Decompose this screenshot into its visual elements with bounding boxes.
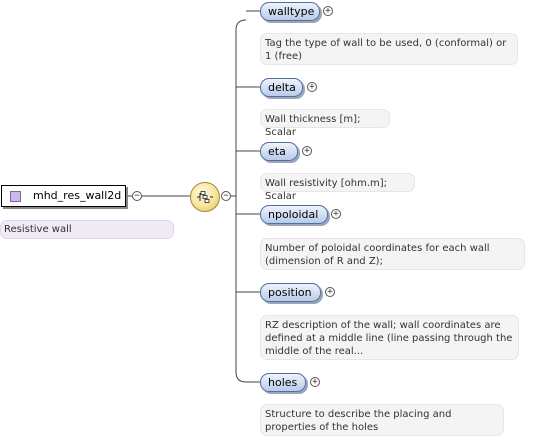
delta-documentation: Wall thickness [m]; Scalar [260,109,390,138]
complex-type-icon [10,191,21,202]
root-documentation: Resistive wall [0,220,174,239]
position-documentation: RZ description of the wall; wall coordin… [260,315,519,360]
npoloidal-documentation: Number of poloidal coordinates for each … [260,238,525,270]
element-holes[interactable]: holes [260,373,306,392]
eta-documentation: Wall resistivity [ohm.m]; Scalar [260,173,415,202]
root-element-name: mhd_res_wall2d [33,189,122,202]
element-position[interactable]: position [260,283,321,302]
position-expand-toggle[interactable]: + [325,287,335,297]
sequence-bus-line [235,19,247,383]
element-eta[interactable]: eta [260,142,298,161]
holes-expand-toggle[interactable]: + [310,377,320,387]
sequence-collapse-toggle[interactable]: − [221,191,231,201]
sequence-icon [197,191,213,203]
delta-expand-toggle[interactable]: + [307,82,317,92]
root-element-box[interactable]: mhd_res_wall2d [1,185,126,207]
sequence-compositor[interactable] [190,182,220,212]
holes-documentation: Structure to describe the placing and pr… [260,404,504,436]
walltype-expand-toggle[interactable]: + [323,6,333,16]
element-delta[interactable]: delta [260,78,303,97]
root-collapse-toggle[interactable]: − [132,191,142,201]
walltype-documentation: Tag the type of wall to be used, 0 (conf… [260,33,518,65]
eta-expand-toggle[interactable]: + [302,146,312,156]
element-npoloidal[interactable]: npoloidal [260,205,328,224]
element-walltype[interactable]: walltype [260,2,320,21]
npoloidal-expand-toggle[interactable]: + [331,209,341,219]
